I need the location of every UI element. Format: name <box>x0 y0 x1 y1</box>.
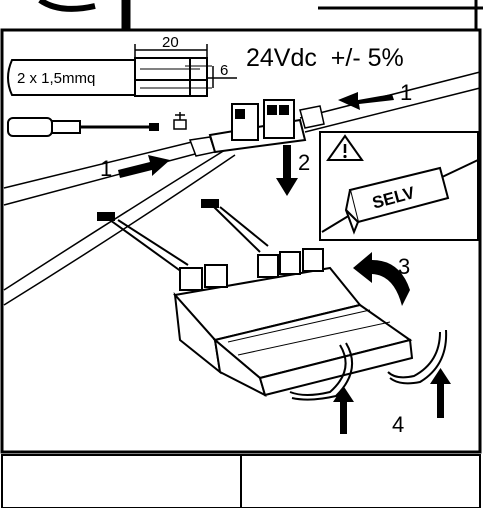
warning-triangle-icon <box>326 134 364 161</box>
selv-inset: SELV <box>319 131 479 241</box>
push-down-arrow <box>276 145 298 196</box>
insert-arrow-right <box>338 92 394 110</box>
voltage-spec: 24Vdc +/- 5% <box>246 44 404 72</box>
dimension-tip-length: 6 <box>220 62 228 79</box>
step-1-left-label: 1 <box>100 156 112 181</box>
insert-arrow-left <box>118 155 170 178</box>
bottom-panels <box>1 454 481 508</box>
push-up-arrow-left <box>333 386 354 434</box>
step-2-label: 2 <box>298 150 310 175</box>
top-strip <box>0 0 483 31</box>
screw-icon <box>173 112 187 130</box>
push-up-arrow-right <box>430 368 451 418</box>
housing-box <box>173 248 414 397</box>
dimension-strip-length: 20 <box>162 34 179 51</box>
step-1-top-label: 1 <box>400 80 412 105</box>
dimension-lines <box>134 44 237 88</box>
power-supply-unit <box>344 166 450 235</box>
cable-ties <box>289 329 448 401</box>
screwdriver-icon <box>7 117 159 137</box>
step-4-label: 4 <box>392 412 404 437</box>
step-3-label: 3 <box>398 254 410 279</box>
housing-wires <box>97 199 269 273</box>
cable-spec-label: 2 x 1,5mmq <box>17 70 95 87</box>
close-lid-arrow <box>353 252 410 306</box>
terminal-block <box>208 99 307 154</box>
